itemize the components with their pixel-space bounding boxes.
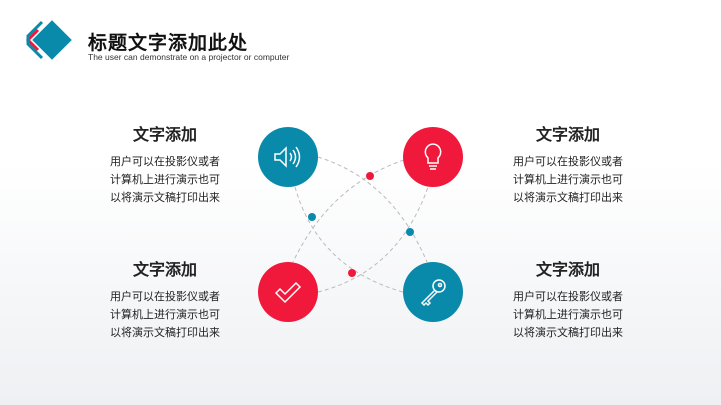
logo-diamond-icon: [25, 20, 72, 60]
block-line: 以将演示文稿打印出来: [513, 191, 623, 204]
speaker-icon: [274, 146, 301, 168]
checkmark-icon: [274, 281, 302, 304]
page-subtitle: The user can demonstrate on a projector …: [88, 52, 290, 62]
checkmark-circle: [258, 262, 318, 322]
block-heading: 文字添加: [132, 260, 197, 279]
speaker-circle: [258, 127, 318, 187]
block-line: 用户可以在投影仪或者: [110, 290, 220, 303]
block-line: 用户可以在投影仪或者: [513, 155, 623, 168]
block-line: 计算机上进行演示也可: [110, 308, 220, 321]
block-line: 用户可以在投影仪或者: [110, 155, 220, 168]
dashed-curve: [317, 156, 428, 263]
block-line: 计算机上进行演示也可: [110, 173, 220, 186]
red-dot: [366, 172, 374, 180]
text-block-bottom-left: 文字添加 用户可以在投影仪或者 计算机上进行演示也可 以将演示文稿打印出来: [95, 256, 235, 342]
text-block-top-right: 文字添加 用户可以在投影仪或者 计算机上进行演示也可 以将演示文稿打印出来: [498, 121, 638, 207]
text-block-top-left: 文字添加 用户可以在投影仪或者 计算机上进行演示也可 以将演示文稿打印出来: [95, 121, 235, 207]
blue-dot: [406, 228, 414, 236]
key-circle: [403, 262, 463, 322]
text-block-bottom-right: 文字添加 用户可以在投影仪或者 计算机上进行演示也可 以将演示文稿打印出来: [498, 256, 638, 342]
blue-dot: [308, 213, 316, 221]
dashed-curve: [292, 159, 405, 263]
block-line: 计算机上进行演示也可: [513, 308, 623, 321]
block-heading: 文字添加: [535, 125, 600, 144]
block-line: 以将演示文稿打印出来: [110, 191, 220, 204]
dashed-curve: [294, 186, 404, 293]
block-heading: 文字添加: [535, 260, 600, 279]
red-dot: [348, 269, 356, 277]
page-title: 标题文字添加此处: [88, 32, 249, 54]
block-line: 以将演示文稿打印出来: [110, 326, 220, 339]
block-line: 计算机上进行演示也可: [513, 173, 623, 186]
block-line: 用户可以在投影仪或者: [513, 290, 623, 303]
key-icon: [420, 279, 446, 307]
lightbulb-icon: [424, 143, 442, 170]
block-heading: 文字添加: [132, 125, 197, 144]
block-line: 以将演示文稿打印出来: [513, 326, 623, 339]
lightbulb-circle: [403, 127, 463, 187]
dashed-curve: [317, 186, 429, 293]
